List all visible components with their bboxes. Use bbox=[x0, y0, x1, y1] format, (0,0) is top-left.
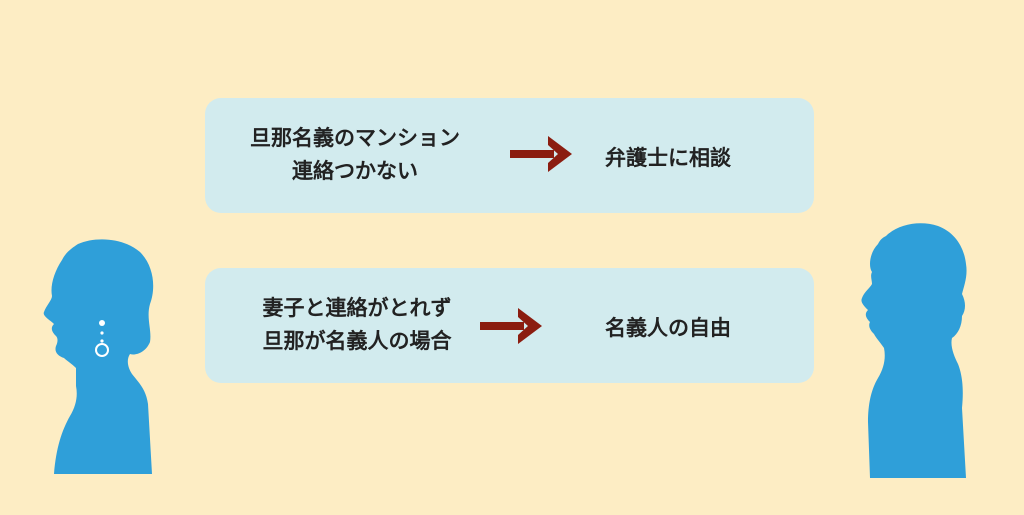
man-silhouette-icon bbox=[861, 223, 967, 478]
condition-text-2: 妻子と連絡がとれず 旦那が名義人の場合 bbox=[237, 292, 477, 358]
result-text-2: 名義人の自由 bbox=[605, 316, 731, 340]
condition-text-1: 旦那名義のマンション 連絡つかない bbox=[233, 122, 477, 188]
right-arrow-icon bbox=[510, 136, 572, 172]
row-card-2: 妻子と連絡がとれず 旦那が名義人の場合 名義人の自由 bbox=[205, 268, 814, 383]
right-arrow-icon bbox=[480, 308, 542, 344]
condition-line-2b: 旦那が名義人の場合 bbox=[262, 329, 452, 353]
condition-line-2a: 妻子と連絡がとれず bbox=[262, 296, 452, 320]
result-text-1: 弁護士に相談 bbox=[605, 146, 731, 170]
row-card-1: 旦那名義のマンション 連絡つかない 弁護士に相談 bbox=[205, 98, 814, 213]
woman-silhouette-icon bbox=[43, 239, 154, 474]
condition-line-1b: 連絡つかない bbox=[292, 159, 418, 183]
condition-line-1a: 旦那名義のマンション bbox=[250, 126, 460, 150]
